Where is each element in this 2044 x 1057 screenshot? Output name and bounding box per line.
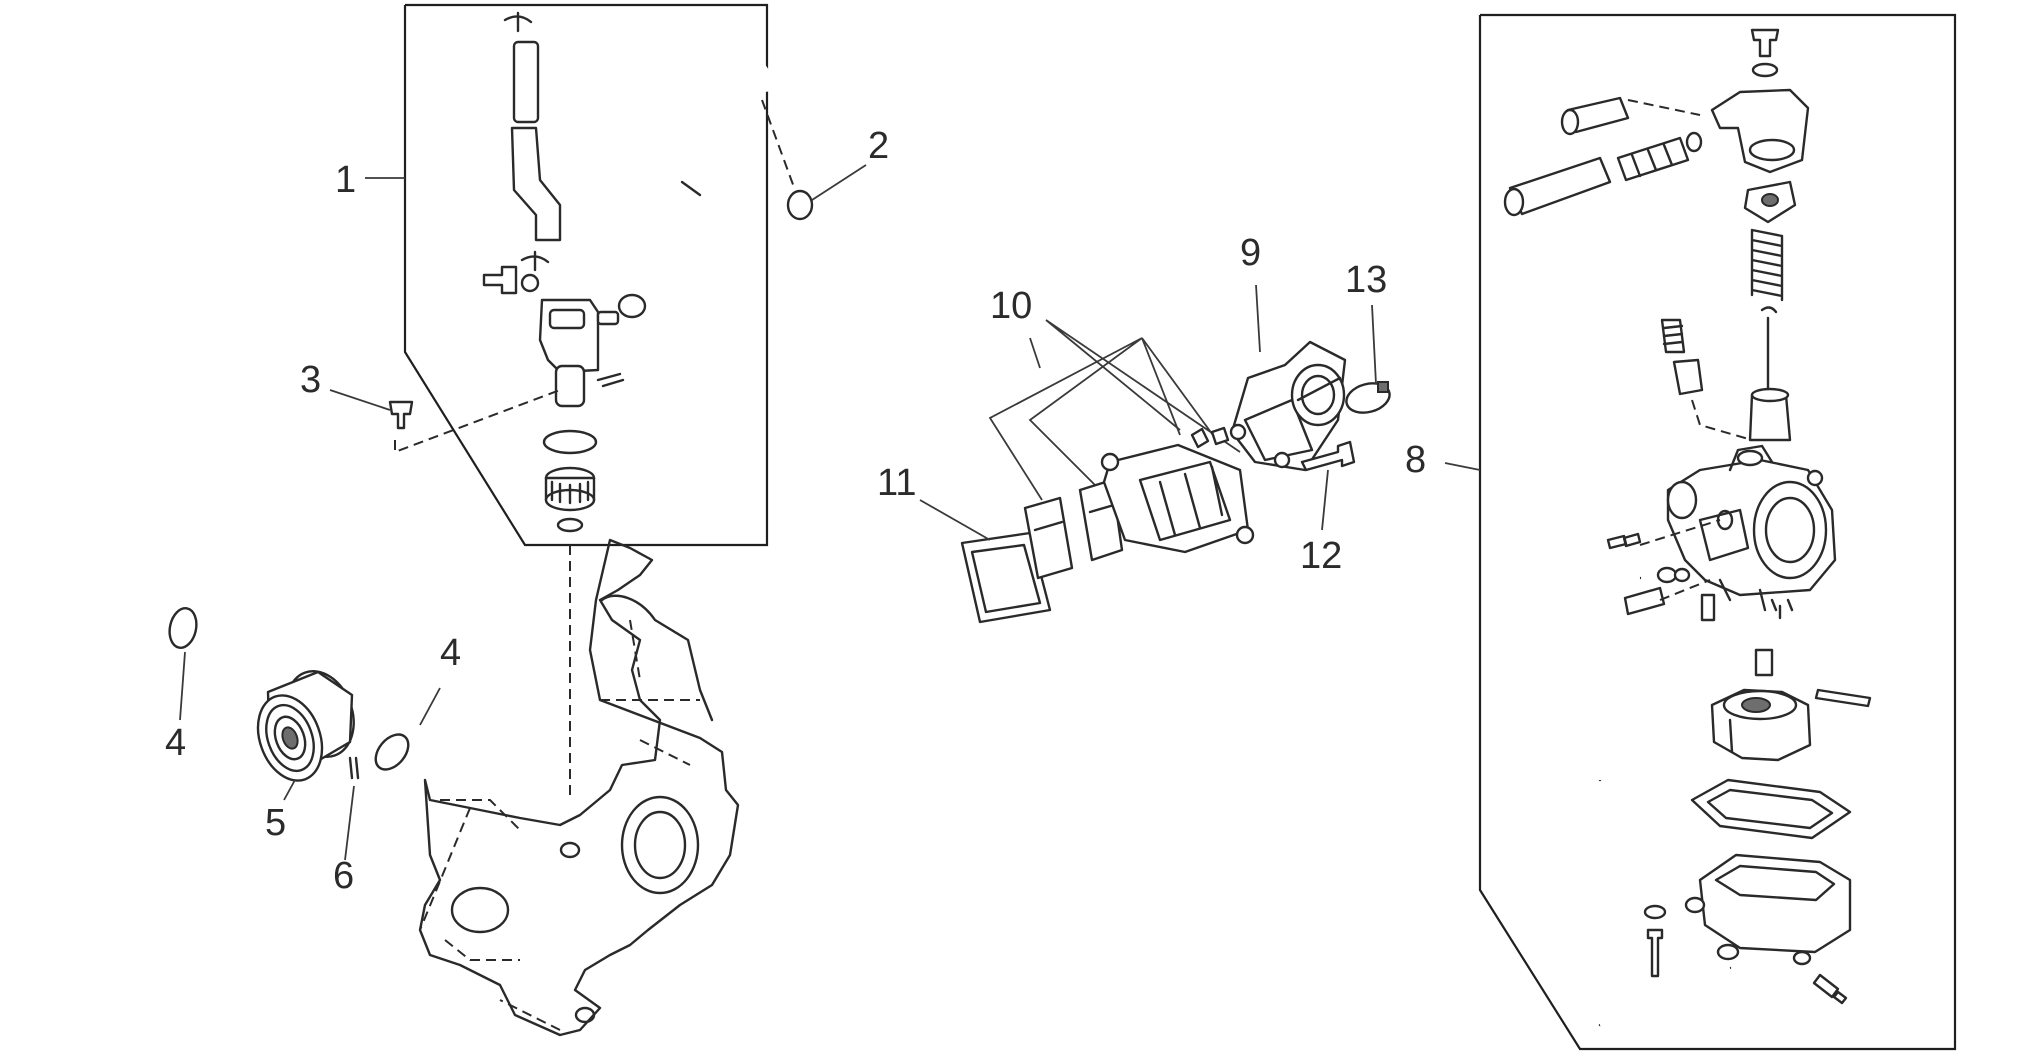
float-bowl-gasket [1690,778,1852,840]
callout-2: 2 [868,125,889,167]
bowl-screw-washer [1643,904,1667,920]
reed-screw [1190,427,1210,449]
crankcase-outline [418,538,740,1037]
float-bowl [1684,853,1852,966]
pump-o-ring [542,429,598,455]
crankcase-port [450,886,510,934]
needle-clip [1760,306,1778,314]
idle-screw [1606,532,1642,550]
carburettor-float [1710,688,1812,762]
hose-clip-top [503,11,533,33]
cable-elbow [1710,88,1810,174]
float-pin [1814,688,1872,708]
dowel-pin [348,756,360,780]
callout-11: 11 [877,462,916,504]
callout-6: 6 [333,855,354,897]
cable-adjuster-lower [1508,156,1612,216]
hose-clip-middle [520,250,550,272]
callout-13: 13 [1345,259,1387,301]
group-8-frame [1478,13,1957,1051]
callout-1: 1 [335,159,356,201]
callout-10: 10 [990,285,1032,327]
air-screw [1623,586,1666,616]
callout-12: 12 [1300,535,1342,577]
carburettor-assembly [1478,13,1957,1051]
pump-outlet-fitting [617,293,647,319]
callout-5: 5 [265,802,286,844]
choke-plunger [1672,358,1704,396]
carburettor-body [1666,444,1837,612]
straight-hose [512,40,540,124]
hose-clamp [1345,382,1391,414]
banjo-screw [482,265,518,295]
main-jet [1754,648,1774,677]
reed-petal-left [1023,496,1074,580]
cable-guide-tube [1616,136,1690,182]
pilot-jet [1700,593,1716,622]
drain-screw [1812,973,1848,1005]
oil-pump-assembly [388,3,814,800]
circlip-right [374,733,410,771]
reed-valve-assembly [960,319,1255,624]
hose-cap [786,189,814,221]
crankcase-bearing-bore [620,795,700,895]
callout-4-right: 4 [440,632,461,674]
callout-8: 8 [1405,439,1426,481]
manifold-bolt [1300,440,1356,472]
reed-screw-2 [1210,426,1230,446]
callout-9: 9 [1240,232,1261,274]
callout-4-left: 4 [165,722,186,764]
circlip-left [168,607,198,649]
pump-drive-gear [544,466,596,533]
banjo-washer [520,273,540,293]
pulley-wheel [256,670,355,782]
bowl-screw [1646,928,1664,978]
pump-mount-screw [388,400,414,430]
crankcase-half [418,538,740,1037]
pump-outlet-nipple [596,310,620,326]
callout-3: 3 [300,359,321,401]
top-cap-screw [1750,28,1780,58]
throttle-spring [1750,228,1784,302]
reed-block [1100,443,1255,554]
group-1-frame [403,3,769,547]
intake-manifold [1229,340,1347,472]
bent-hose [510,126,562,242]
